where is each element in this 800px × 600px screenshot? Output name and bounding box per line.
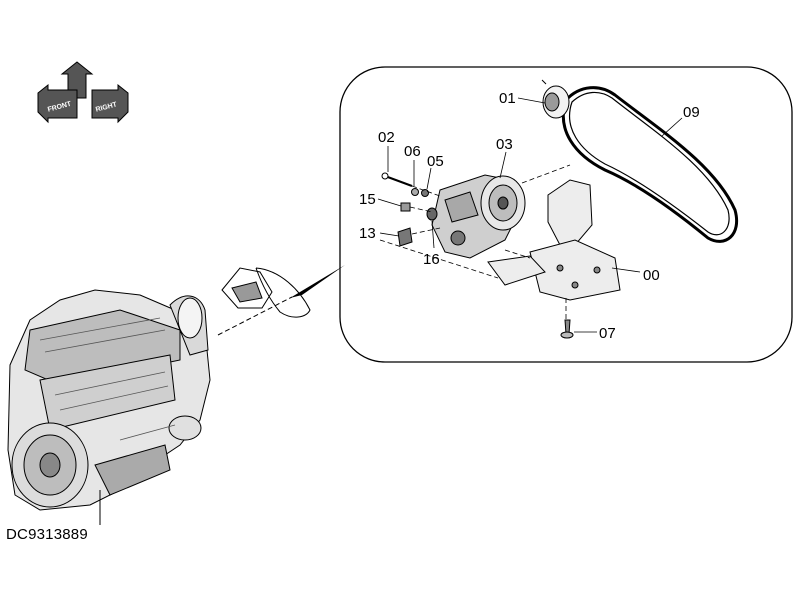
assembly-lines: [379, 164, 571, 320]
bolt-02: [384, 175, 413, 187]
callout-07: 07: [599, 325, 616, 342]
callout-13: 13: [359, 225, 376, 242]
callout-03: 03: [496, 136, 513, 153]
leader-lines: [377, 97, 683, 333]
detail-pointer-arrow: [290, 265, 345, 298]
detail-frame: [339, 66, 793, 363]
callout-labels: 01 02 03 05 06 09 15 13 16 00 07: [359, 90, 700, 342]
callout-15: 15: [359, 191, 376, 208]
drawing-number: DC9313889: [6, 526, 88, 543]
nut-15: [400, 202, 411, 212]
fastener-parts: [381, 172, 574, 339]
right-arrow-icon: [91, 83, 129, 124]
washer-06: [411, 188, 419, 196]
callout-00: 00: [643, 267, 660, 284]
callout-16: 16: [423, 251, 440, 268]
nut-05: [421, 189, 429, 197]
callout-09: 09: [683, 104, 700, 121]
callout-01: 01: [499, 90, 516, 107]
engine-compressor-thumbnail: [221, 267, 311, 318]
orientation-indicator: FRONT RIGHT: [37, 61, 129, 124]
callout-05: 05: [427, 153, 444, 170]
callout-02: 02: [378, 129, 395, 146]
compressor-bracket: [487, 179, 621, 301]
left-arrow-icon: [37, 83, 78, 124]
ac-compressor: [431, 174, 526, 259]
idler-pulley: [541, 79, 570, 119]
callout-06: 06: [404, 143, 421, 160]
fitting-16: [426, 207, 438, 221]
engine-assembly: [7, 289, 211, 525]
drive-belt: [561, 86, 738, 243]
clip-13: [397, 227, 413, 247]
